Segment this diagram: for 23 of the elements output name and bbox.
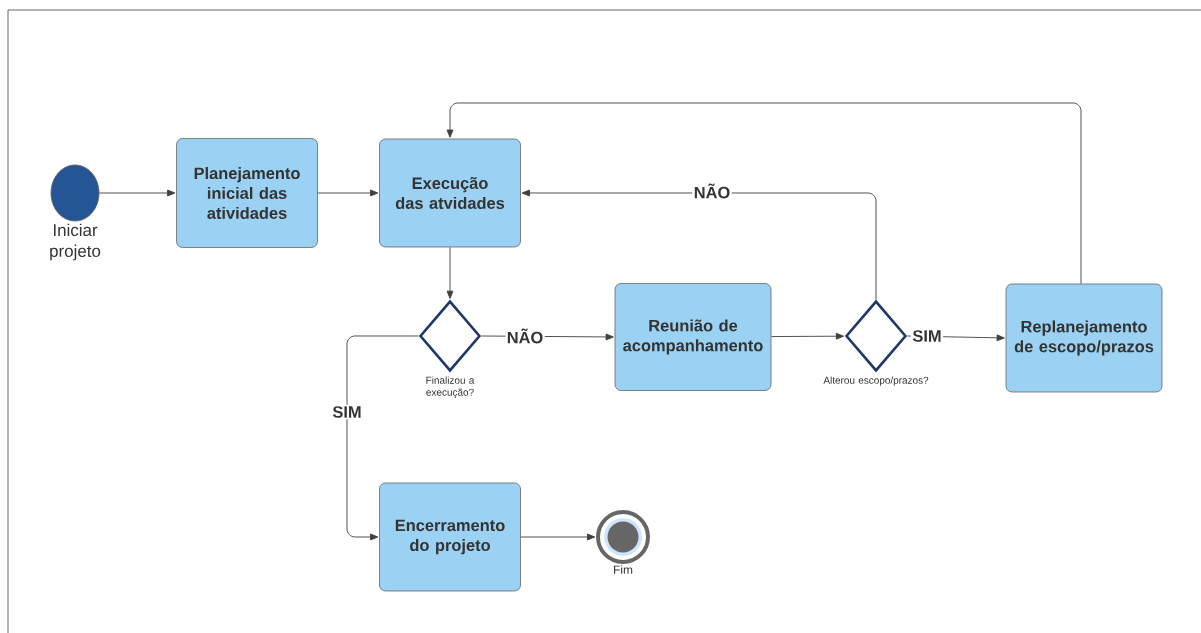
- arrow: [99, 189, 176, 197]
- edge-label: NÃO: [692, 182, 732, 200]
- arrow: [521, 189, 877, 301]
- process-box: Encerramento do projeto: [379, 482, 521, 592]
- edge-label: NÃO: [505, 327, 545, 345]
- process-box: Reunião de acompanhamento: [614, 283, 772, 391]
- arrow: [520, 533, 596, 541]
- node-label: Fim: [614, 565, 633, 574]
- edge-label: SIM: [330, 404, 364, 420]
- node-label: Finalizou a execução?: [426, 376, 475, 398]
- node-label: Alterou escopo/prazos?: [823, 376, 929, 386]
- process-box: Planejamento inicial das atividades: [176, 138, 318, 248]
- arrow: [346, 335, 420, 541]
- end-event: Fim: [596, 510, 650, 574]
- arrow: [446, 102, 1082, 285]
- arrow: [317, 189, 379, 197]
- arrow: [770, 332, 845, 340]
- node-label: Iniciar projeto: [50, 223, 101, 261]
- process-box: Execução das atvidades: [379, 138, 521, 248]
- start-event: Iniciar projeto: [50, 164, 101, 261]
- edge-label: SIM: [910, 328, 944, 344]
- process-box: Replanejamento de escopo/prazos: [1005, 283, 1163, 393]
- arrow: [446, 246, 454, 299]
